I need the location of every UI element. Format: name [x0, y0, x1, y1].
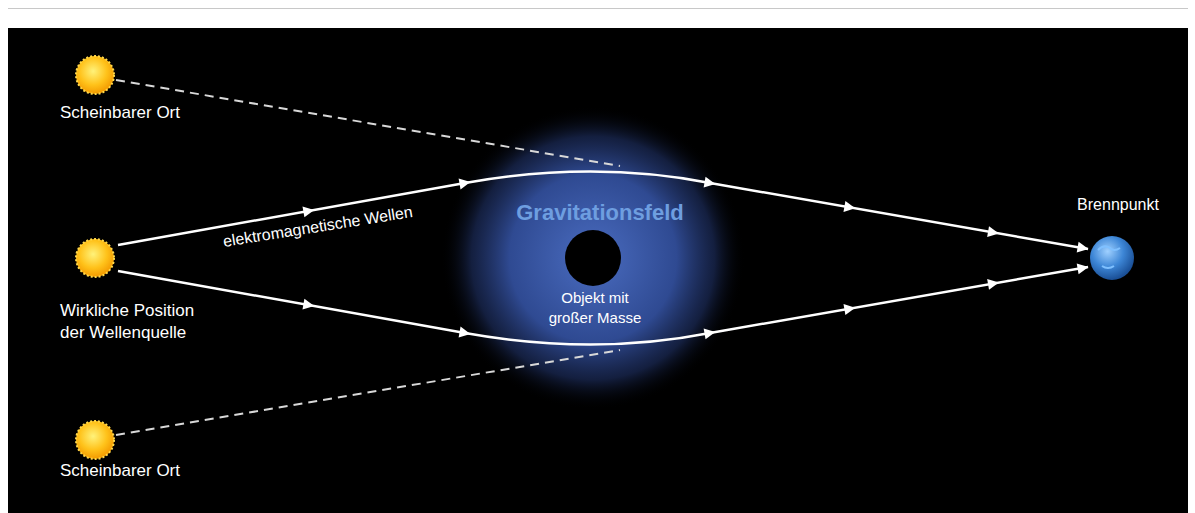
arrow-head — [302, 206, 314, 217]
arrow-head — [302, 299, 314, 310]
earth-symbol — [1090, 236, 1134, 280]
arrow-head — [459, 327, 471, 338]
node-label: Scheinbarer Ort — [60, 102, 260, 124]
arrow-head — [704, 177, 716, 188]
frame-line — [8, 8, 1188, 9]
dashed-sightline — [116, 80, 620, 166]
apparent-sun: Scheinbarer Ort — [75, 420, 115, 460]
gravity-glow — [441, 106, 745, 410]
source-sun: Wirkliche Position der Wellenquelle — [75, 238, 115, 278]
arrow-head — [987, 279, 999, 290]
node-label: Gravitationsfeld — [516, 200, 683, 226]
arrow-head — [843, 304, 855, 315]
ray-line — [118, 267, 1088, 345]
apparent-sun: Scheinbarer Ort — [75, 55, 115, 95]
arrow-head — [1077, 242, 1089, 253]
arrow-head — [987, 226, 999, 237]
gravity-field: GravitationsfeldObjekt mit großer Masse — [443, 108, 743, 408]
focal-earth: Brennpunkt — [1090, 236, 1134, 280]
node-label: Scheinbarer Ort — [60, 460, 260, 482]
arrow-head — [1077, 263, 1089, 274]
light-ray — [118, 172, 1088, 253]
node-label: Brennpunkt — [1077, 196, 1159, 214]
arrow-head — [459, 179, 471, 190]
arrow-head — [704, 329, 716, 340]
node-label: Objekt mit großer Masse — [540, 288, 650, 328]
black-hole — [565, 230, 621, 286]
arrow-head — [843, 201, 855, 212]
light-ray — [118, 263, 1088, 344]
node-label: Wirkliche Position der Wellenquelle — [60, 300, 220, 344]
dashed-sightline — [116, 350, 620, 435]
